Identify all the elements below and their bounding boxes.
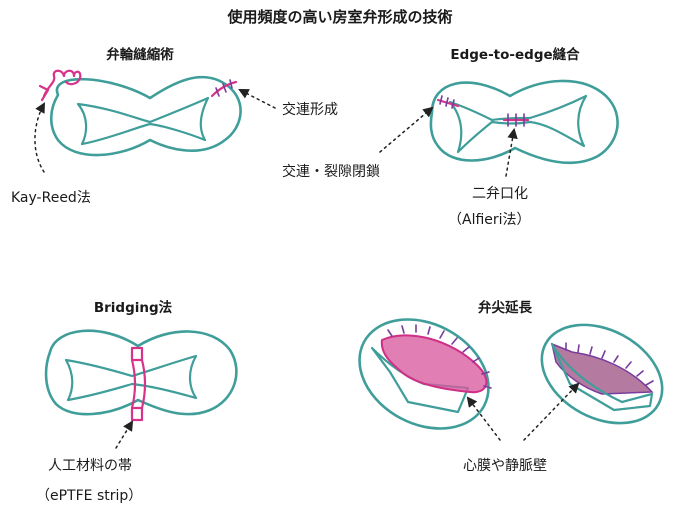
label-commissure: 交連形成 (282, 101, 338, 118)
heading-extension: 弁尖延長 (478, 299, 532, 316)
label-material: 人工材料の帯 (48, 458, 132, 474)
heading-annuloplasty: 弁輪縫縮術 (106, 46, 174, 63)
label-alfieri: （Alfieri法） (448, 212, 531, 228)
label-double-orifice: 二弁口化 (472, 186, 528, 202)
panel-edge-to-edge: Edge-to-edge縫合 交連・裂隙閉鎖 二弁口化 （Alfieri法） (282, 46, 618, 228)
heading-edge-to-edge: Edge-to-edge縫合 (450, 46, 580, 63)
arrow-patch-right (524, 384, 578, 440)
label-strip: （ePTFE strip） (36, 488, 142, 504)
arrow-bridging-strip (116, 422, 132, 448)
panel-extension: 弁尖延長 (340, 298, 679, 474)
panel-annuloplasty: 弁輪縫縮術 Kay-Reed法 交連形成 (11, 46, 338, 206)
heading-bridging: Bridging法 (94, 299, 173, 316)
arrow-kay-reed (35, 104, 44, 172)
page-title: 使用頻度の高い房室弁形成の技術 (226, 8, 452, 26)
valve-annulus-outline-annuloplasty (51, 77, 240, 155)
arrow-commissure (240, 90, 275, 108)
arrow-cleft (380, 108, 432, 152)
label-patch: 心膜や静脈壁 (463, 458, 547, 474)
label-kay-reed: Kay-Reed法 (11, 190, 91, 206)
edge-to-edge-suture-central (504, 114, 528, 126)
panel-bridging: Bridging法 人工材料の帯 （ePTFE strip） (36, 299, 236, 504)
kay-reed-suture-loop (40, 86, 48, 100)
label-cleft: 交連・裂隙閉鎖 (282, 163, 380, 180)
